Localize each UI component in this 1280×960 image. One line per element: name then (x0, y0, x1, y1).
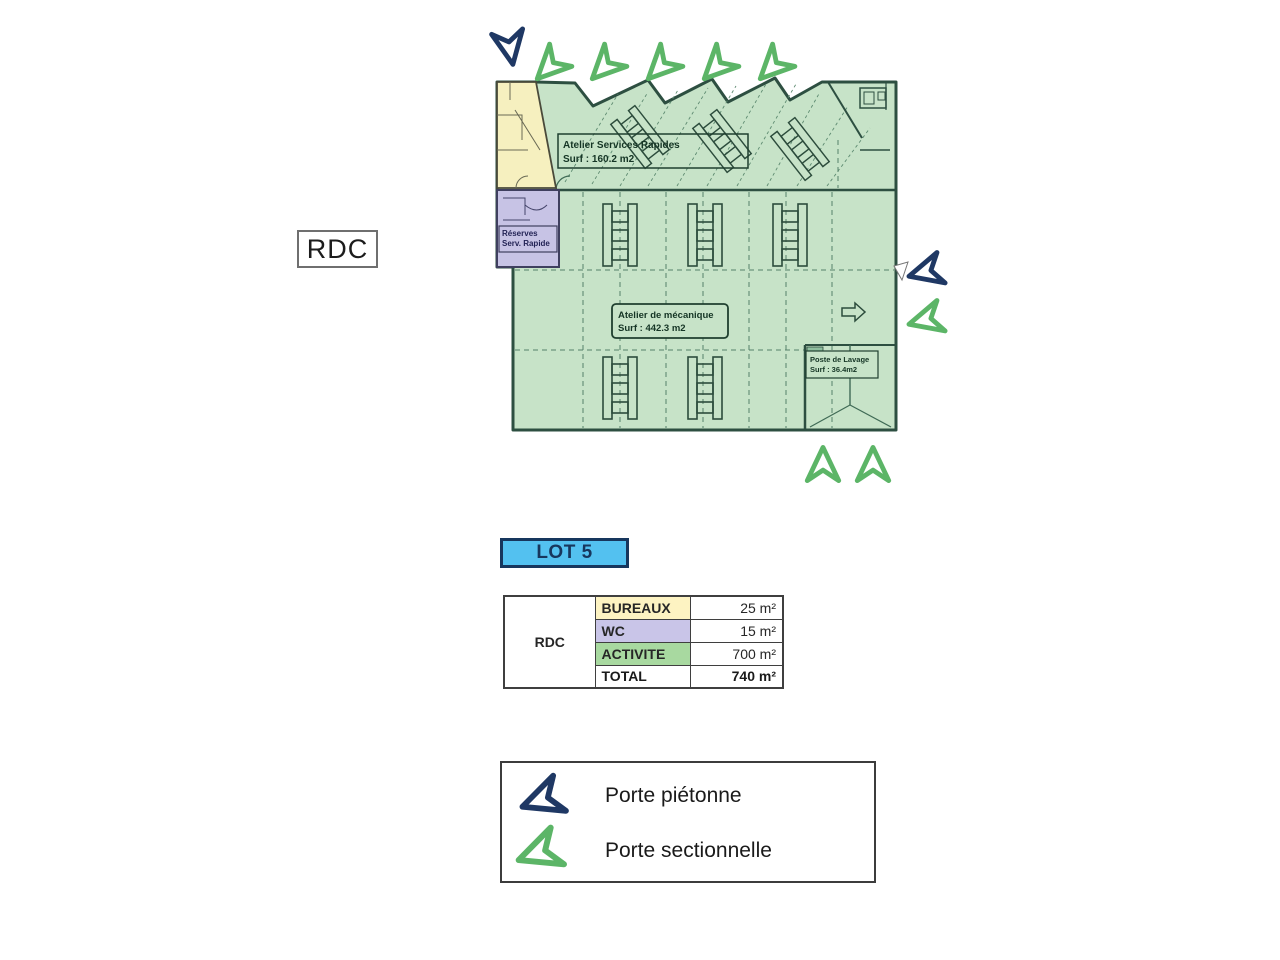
table-label-total: TOTAL (594, 664, 691, 689)
table-value-wc: 15 m² (689, 618, 784, 643)
table-floor-cell: RDC (503, 595, 596, 689)
floor-label: RDC (297, 230, 378, 268)
atelier-mecanique-line1: Atelier de mécanique (618, 310, 714, 321)
poste-lavage-label: Poste de Lavage Surf : 36.4m2 (805, 350, 879, 379)
floor-plan: Réserves Serv. Rapide Atelier Services R… (495, 76, 909, 432)
roof-hatch-lines (564, 83, 871, 187)
porte-pietonne-arrow-icon (509, 768, 573, 832)
table-value-activite: 700 m² (689, 641, 784, 666)
reserves-label-line2: Serv. Rapide (502, 239, 550, 248)
poste-lavage-line2: Surf : 36.4m2 (810, 365, 857, 374)
atelier-services-label: Atelier Services Rapides Surf : 160.2 m2 (557, 133, 749, 169)
legend: Porte piétonne Porte sectionnelle (500, 761, 876, 883)
poste-lavage-line1: Poste de Lavage (810, 355, 869, 364)
table-value-total: 740 m² (689, 664, 784, 689)
table-row: ACTIVITE 700 m² (504, 641, 784, 666)
table-label-activite: ACTIVITE (594, 641, 691, 666)
legend-label-sectionnelle: Porte sectionnelle (605, 839, 772, 862)
table-value-bureaux: 25 m² (689, 595, 784, 620)
surface-table: RDC BUREAUX 25 m² WC 15 m² ACTIVITE 700 … (503, 595, 784, 689)
legend-label-pietonne: Porte piétonne (605, 784, 742, 807)
table-label-wc: WC (594, 618, 691, 643)
lot-title: LOT 5 (500, 538, 629, 568)
pedestrian-door-notch (893, 261, 909, 282)
table-row: TOTAL 740 m² (504, 664, 784, 689)
table-row: WC 15 m² (504, 618, 784, 643)
atelier-services-line1: Atelier Services Rapides (563, 140, 680, 151)
zone-wc: Réserves Serv. Rapide (496, 189, 560, 268)
exit-arrow-symbol (841, 301, 867, 323)
technical-rooms (827, 81, 890, 151)
reserves-label-line1: Réserves (502, 229, 538, 238)
zone-bureaux (496, 81, 558, 189)
table-label-bureaux: BUREAUX (594, 595, 691, 620)
atelier-mecanique-label: Atelier de mécanique Surf : 442.3 m2 (611, 303, 729, 339)
table-row: RDC BUREAUX 25 m² (503, 595, 784, 689)
atelier-mecanique-line2: Surf : 442.3 m2 (618, 323, 686, 334)
floor-label-text: RDC (306, 233, 369, 264)
atelier-services-line2: Surf : 160.2 m2 (563, 154, 635, 165)
lot-title-text: LOT 5 (536, 542, 593, 563)
porte-sectionnelle-arrow-icon (505, 820, 572, 887)
